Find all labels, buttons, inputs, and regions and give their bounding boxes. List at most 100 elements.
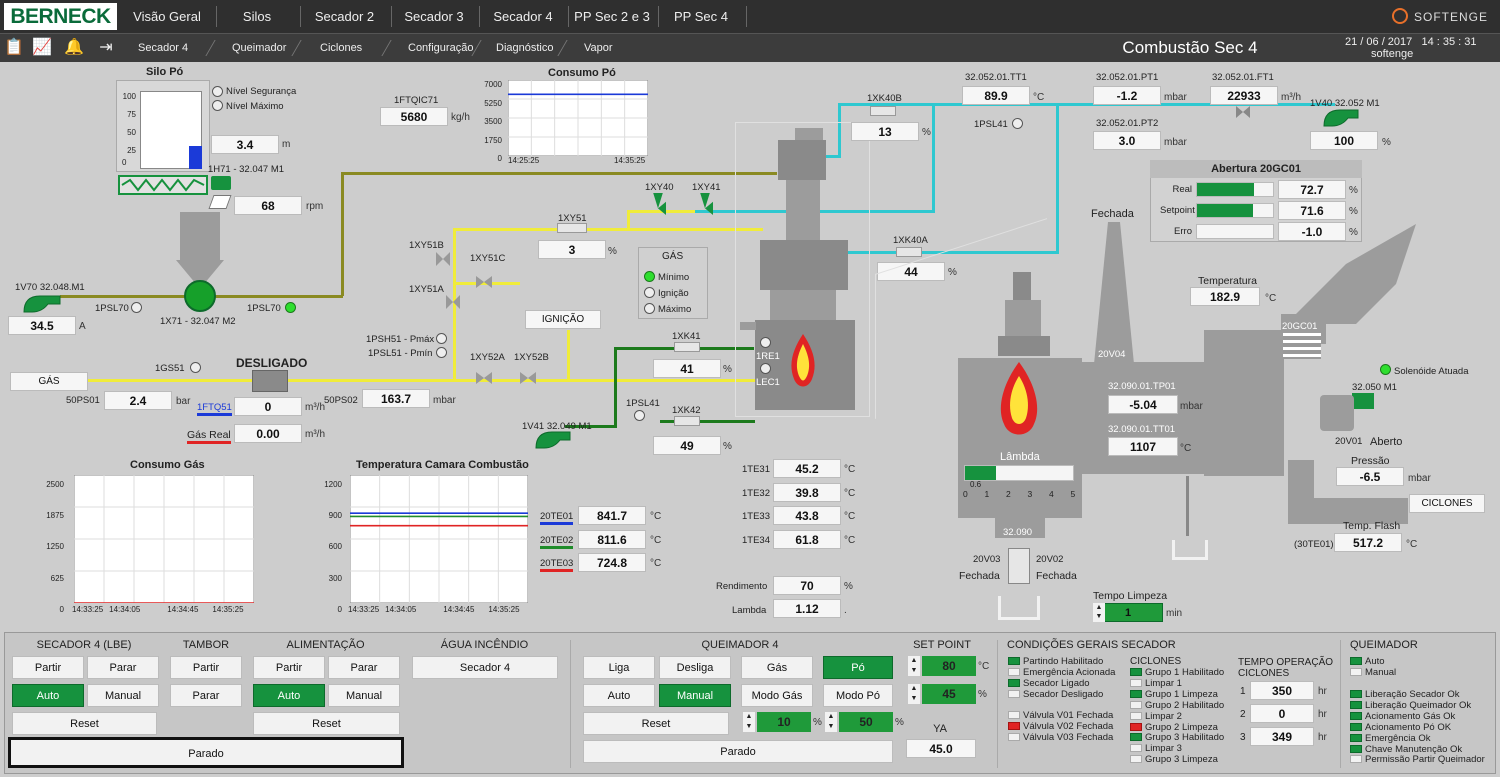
valve-1xy52a[interactable] (476, 372, 492, 384)
tambor-parar-button[interactable]: Parar (170, 684, 242, 707)
subtab-ciclones[interactable]: Ciclones (320, 42, 363, 54)
fan-1v70-icon[interactable] (22, 292, 62, 314)
queim-reset-button[interactable]: Reset (583, 712, 729, 735)
subtab-vapor[interactable]: Vapor (584, 42, 613, 54)
sec4-reset-button[interactable]: Reset (12, 712, 157, 735)
duct-box (1082, 362, 1204, 474)
sec4-parar-button[interactable]: Parar (87, 656, 159, 679)
tab-secador-4[interactable]: Secador 4 (493, 9, 553, 24)
fan-1v41-icon[interactable] (534, 428, 572, 450)
tempo-unit-0: hr (1318, 686, 1327, 697)
psh51-led (436, 333, 447, 344)
te-tag-1: 1TE32 (742, 487, 770, 499)
queim-manual-button[interactable]: Manual (659, 684, 731, 707)
status-label: Liberação Queimador Ok (1365, 699, 1472, 711)
fan-1v40-icon[interactable] (1322, 106, 1360, 128)
lambda-bar-fill (965, 466, 996, 480)
te-value-2: 43.8 (773, 506, 841, 525)
setpoint-pct-stepper[interactable]: ▲▼ (908, 684, 920, 704)
status-indicator (1350, 722, 1362, 731)
tab-visao-geral[interactable]: Visão Geral (133, 9, 201, 24)
sec4-manual-button[interactable]: Manual (87, 684, 159, 707)
status-indicator (1008, 711, 1020, 719)
setpoint-pct-value[interactable]: 45 (922, 684, 976, 704)
queim-sp1-value[interactable]: 10 (757, 712, 811, 732)
alim-auto-button[interactable]: Auto (253, 684, 325, 707)
status-label: Emergência Acionada (1023, 666, 1116, 678)
abertura-value-0: 72.7 (1278, 180, 1346, 199)
queim-modo-po-button[interactable]: Modo Pó (823, 684, 893, 707)
queim-sp2-stepper[interactable]: ▲▼ (825, 712, 837, 732)
softenge-logo: SOFTENGE (1391, 8, 1488, 24)
tab-secador-3[interactable]: Secador 3 (404, 9, 464, 24)
sec4-auto-button[interactable]: Auto (12, 684, 84, 707)
queim-po-button[interactable]: Pó (823, 656, 893, 679)
lambda-tick-5: 5 (1070, 489, 1076, 499)
valve-1xy52b[interactable] (520, 372, 536, 384)
discharge-valves[interactable] (1008, 548, 1030, 584)
sec4-partir-button[interactable]: Partir (12, 656, 84, 679)
tab-pp-sec-2-3[interactable]: PP Sec 2 e 3 (574, 9, 650, 24)
status-label: Grupo 3 Habilitado (1145, 732, 1225, 744)
damper-1xk41[interactable] (674, 342, 700, 352)
screw-conveyor[interactable] (118, 175, 208, 195)
tt1-value: 89.9 (962, 86, 1030, 105)
queim-gas-button[interactable]: Gás (741, 656, 813, 679)
tab-pp-sec-4[interactable]: PP Sec 4 (674, 9, 728, 24)
queim-desliga-button[interactable]: Desliga (659, 656, 731, 679)
valve-1xy51c[interactable] (476, 276, 492, 288)
gas-real-value: 0.00 (234, 424, 302, 443)
ignicao-button[interactable]: IGNIÇÃO (525, 310, 601, 329)
queim-modo-gas-button[interactable]: Modo Gás (741, 684, 813, 707)
1xk42-value: 49 (653, 436, 721, 455)
tempo-limpeza-stepper[interactable]: ▲▼ (1093, 603, 1105, 622)
logout-icon[interactable]: ⇥ (99, 39, 113, 56)
agua-secador4-button[interactable]: Secador 4 (412, 656, 558, 679)
valve-ft1[interactable] (1236, 106, 1250, 118)
bell-icon[interactable]: 🔔 (64, 39, 84, 56)
rotary-valve[interactable] (184, 280, 216, 312)
subtab-secador-4[interactable]: Secador 4 (138, 42, 189, 54)
trend-icon[interactable]: 📈 (32, 39, 52, 56)
status-label: Emergência Ok (1365, 732, 1431, 744)
subtab-diagnostico[interactable]: Diagnóstico (496, 42, 554, 54)
alim-partir-button[interactable]: Partir (253, 656, 325, 679)
queim-liga-button[interactable]: Liga (583, 656, 655, 679)
abertura-bar-fill-1 (1197, 204, 1253, 217)
ciclones-button[interactable]: CICLONES (1409, 494, 1485, 513)
queim-auto-button[interactable]: Auto (583, 684, 655, 707)
subtab-configuracao[interactable]: Configuração (408, 42, 474, 54)
ftq51-link[interactable]: 1FTQ51 (197, 402, 232, 416)
status-label: Limpar 2 (1145, 710, 1182, 722)
valve-1xy51b[interactable] (436, 252, 450, 266)
tab-secador-2[interactable]: Secador 2 (314, 9, 375, 24)
damper-1xk40a[interactable] (896, 247, 922, 257)
setpoint-temp-value[interactable]: 80 (922, 656, 976, 676)
tambor-partir-button[interactable]: Partir (170, 656, 242, 679)
tempo-value-0: 350 (1250, 681, 1314, 700)
setpoint-temp-stepper[interactable]: ▲▼ (908, 656, 920, 676)
subtab-queimador[interactable]: Queimador (232, 42, 287, 54)
alim-parar-button[interactable]: Parar (328, 656, 400, 679)
status-indicator (1008, 657, 1020, 665)
alim-manual-button[interactable]: Manual (328, 684, 400, 707)
damper-1xk40b[interactable] (870, 106, 896, 116)
tab-silos[interactable]: Silos (242, 9, 272, 24)
motor-32050-icon[interactable] (1352, 393, 1374, 409)
queim-sp1-stepper[interactable]: ▲▼ (743, 712, 755, 732)
nivel-seguranca-label: Nível Segurança (226, 86, 297, 97)
screw-motor-icon[interactable] (211, 176, 231, 190)
alim-reset-button[interactable]: Reset (253, 712, 400, 735)
valve-1xy51a[interactable] (446, 295, 460, 309)
clipboard-icon[interactable]: 📋 (4, 39, 24, 56)
fan-1v70-current: 34.5 (8, 316, 76, 335)
damper-1xk42[interactable] (674, 416, 700, 426)
damper-1xy51[interactable] (557, 223, 587, 233)
psl70-left-led (131, 302, 142, 313)
te-tag-3: 1TE34 (742, 534, 770, 546)
gas-flow-meter (252, 370, 288, 392)
queim-sp2-value[interactable]: 50 (839, 712, 893, 732)
